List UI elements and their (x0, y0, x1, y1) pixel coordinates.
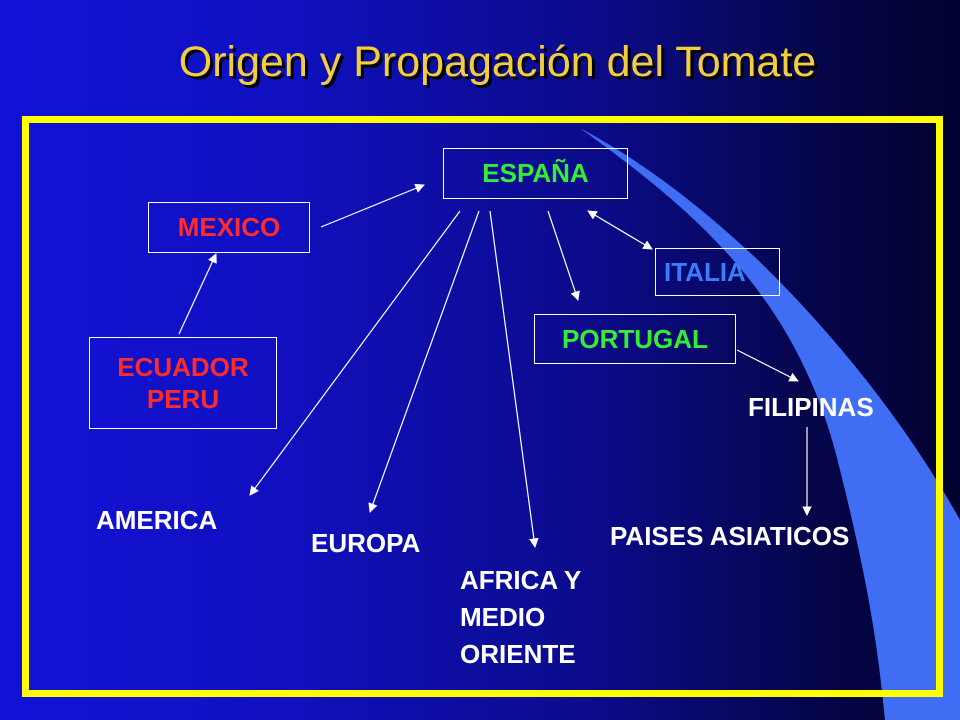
label-america: AMERICA (96, 505, 218, 535)
arrow-espana-africa (489, 210, 539, 548)
node-peru-label: PERU (146, 384, 220, 414)
arrow-portugal-filipinas (736, 349, 799, 382)
node-espana-label: ESPAÑA (482, 158, 589, 189)
label-africa: AFRICA Y MEDIO ORIENTE (460, 562, 581, 673)
node-portugal: PORTUGAL (534, 314, 736, 364)
label-africa-line2: MEDIO (460, 602, 546, 632)
arrow-espana-america (249, 210, 461, 496)
arrow-espana-portugal (547, 210, 580, 301)
node-portugal-label: PORTUGAL (562, 323, 708, 354)
label-paises-asiaticos: PAISES ASIATICOS (610, 521, 850, 551)
node-mexico: MEXICO (148, 202, 310, 253)
label-europa: EUROPA (311, 528, 421, 558)
node-italia: ITALIA (655, 248, 780, 296)
diagram-frame (22, 116, 943, 697)
node-ecuador-peru: ECUADOR PERU (89, 337, 277, 429)
node-ecuador-label: ECUADOR (117, 351, 249, 382)
node-espana: ESPAÑA (443, 148, 628, 199)
node-mexico-label: MEXICO (177, 212, 281, 243)
node-italia-label: ITALIA (664, 256, 746, 287)
page-title: Origen y Propagación del Tomate (178, 38, 817, 86)
arrow-mexico-espana (320, 183, 425, 228)
label-africa-line1: AFRICA Y (460, 565, 582, 595)
arrow-espana-europa (368, 210, 480, 513)
arrow-ecuador-mexico (178, 253, 217, 335)
swoosh-shape (580, 128, 960, 720)
label-africa-line3: ORIENTE (460, 639, 576, 669)
arrow-espana-italia (587, 210, 653, 250)
label-filipinas: FILIPINAS (748, 392, 874, 422)
